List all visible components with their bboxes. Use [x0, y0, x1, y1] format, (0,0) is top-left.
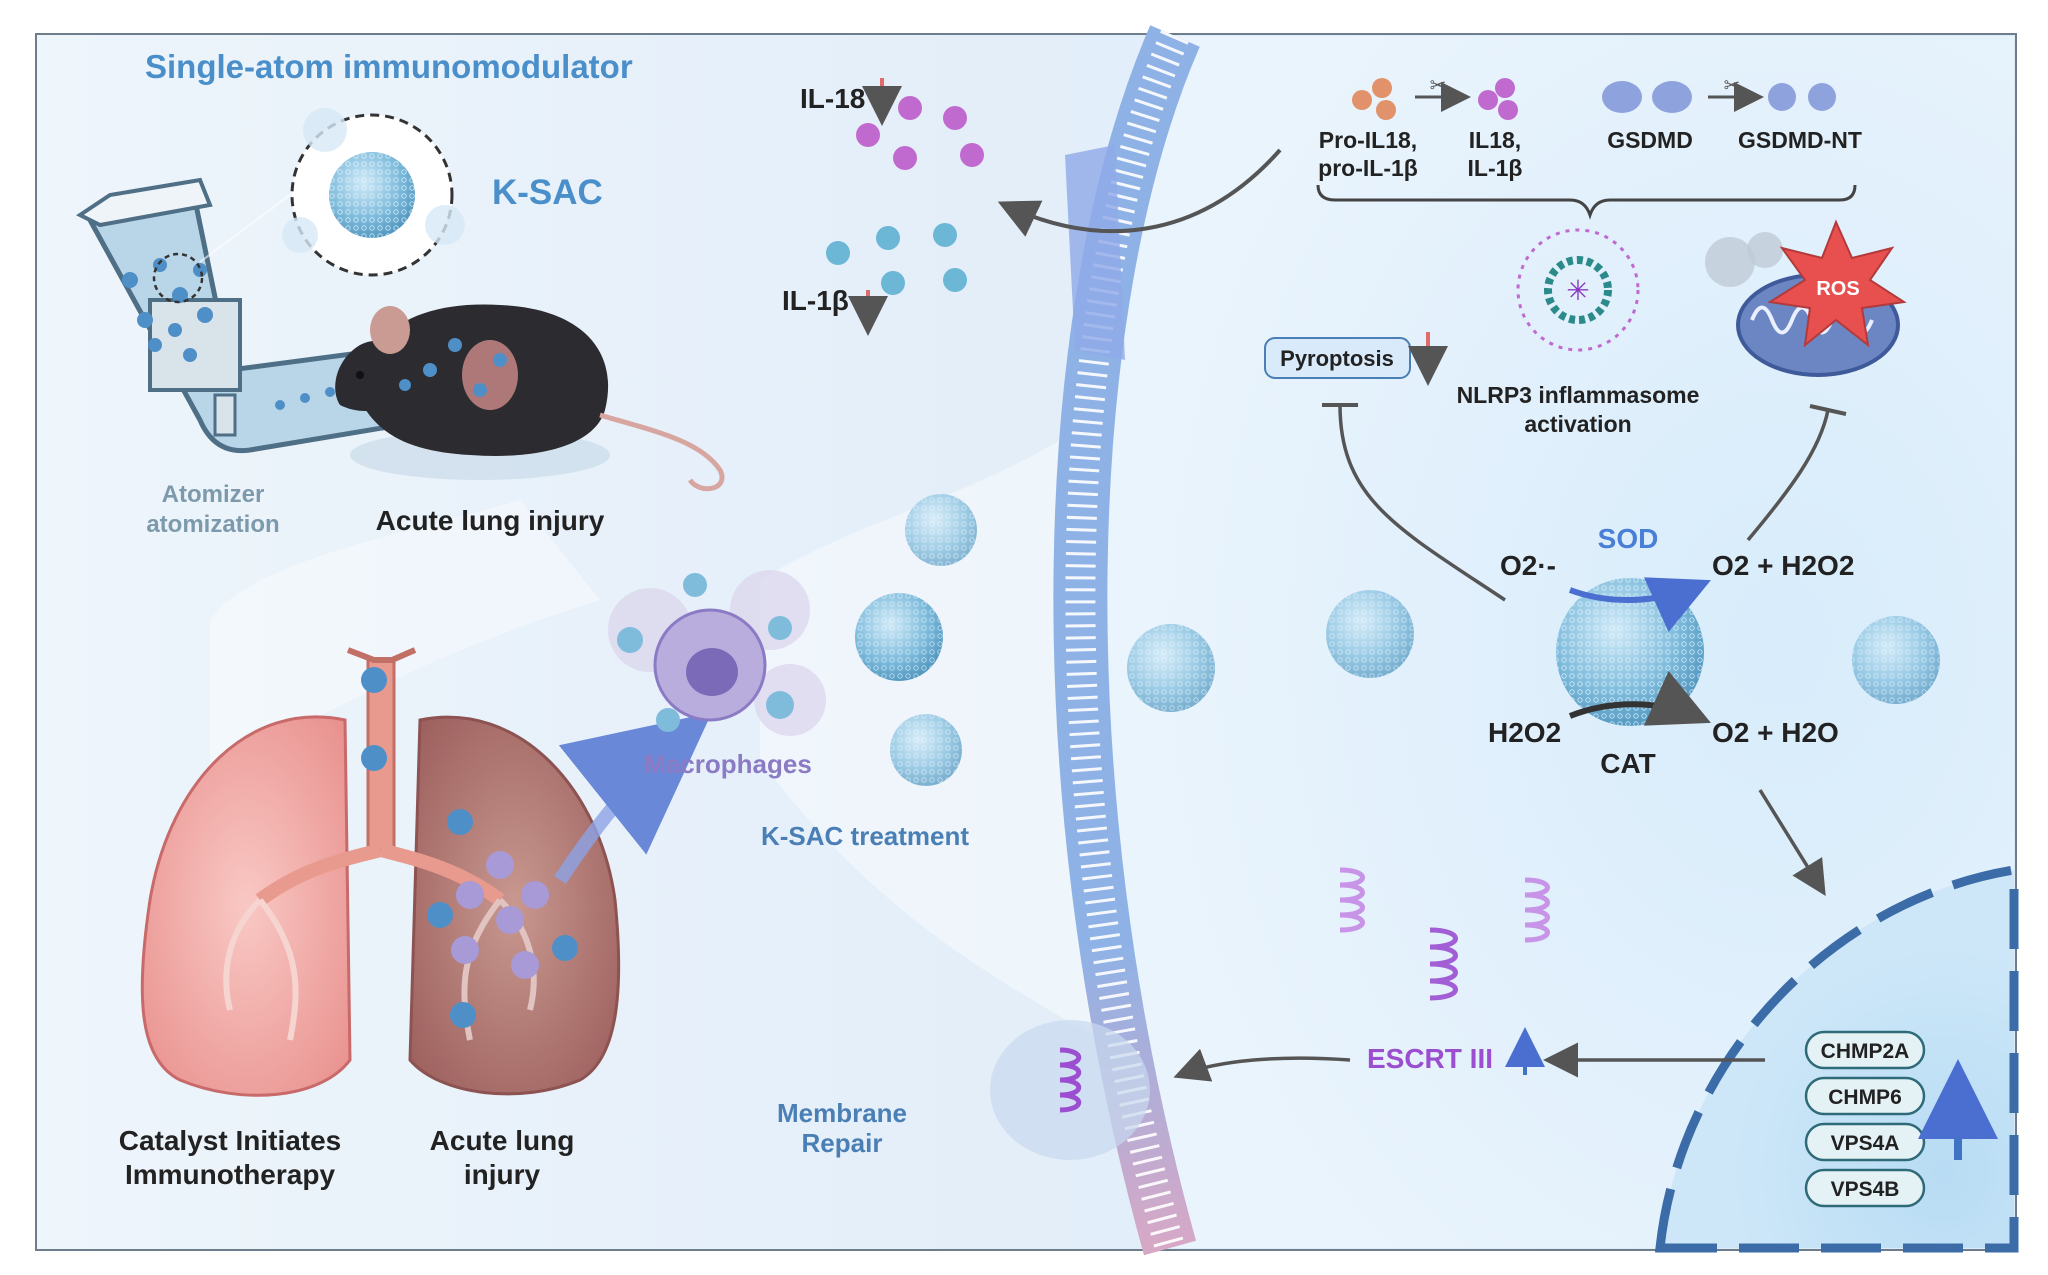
pro-il18-particles [1352, 78, 1396, 120]
lung-label-left-2: Immunotherapy [125, 1159, 335, 1190]
ksac-treatment-label: K-SAC treatment [761, 821, 969, 851]
ros-burst-icon [1767, 219, 1907, 348]
escrt-label: ESCRT III [1367, 1043, 1493, 1074]
sod-label: SOD [1598, 523, 1659, 554]
mouse-illustration [335, 304, 725, 492]
atomizer-label-2: atomization [146, 511, 279, 538]
secretion-arrow [997, 148, 1282, 237]
ksac-spheres [855, 494, 1940, 786]
sod-reaction-arrow [1568, 577, 1711, 633]
macrophage-cluster [608, 570, 826, 736]
figure-title: Single-atom immunomodulator [145, 48, 633, 85]
gene-chmp2a: CHMP2A [1821, 1040, 1910, 1063]
cat-reaction-arrow [1568, 670, 1711, 726]
gsdmd-protein [1602, 81, 1692, 113]
superoxide-label: O2·- [1500, 550, 1556, 581]
lung-label-right-2: injury [464, 1159, 541, 1190]
escrt-spirals [1339, 867, 1550, 1001]
gene-vps4a: VPS4A [1831, 1132, 1900, 1155]
inhibit-ros-line [1746, 409, 1830, 542]
membrane-channel [1065, 145, 1125, 360]
pyroptosis-label: Pyroptosis [1280, 346, 1394, 371]
lung-to-macrophage-arrow [554, 712, 712, 884]
nlrp3-inflammasome-icon: ✳ [1516, 228, 1640, 352]
il18-particles [856, 96, 984, 170]
escrt-spiral-membrane [1059, 1047, 1082, 1113]
cleavage-brace [1316, 184, 1857, 220]
gsdmd-label: GSDMD [1607, 127, 1693, 153]
mature-label-1: IL18, [1469, 127, 1521, 153]
o2-h2o-label: O2 + H2O [1712, 717, 1839, 748]
scissors-icon-2: ✂ [1724, 75, 1741, 97]
il18-label: IL-18 [800, 83, 865, 114]
mature-label-2: IL-1β [1468, 155, 1523, 181]
pro-label-1: Pro-IL18, [1319, 127, 1417, 153]
membrane-repair-label-2: Repair [802, 1128, 883, 1158]
gsdmd-nt-label: GSDMD-NT [1738, 127, 1862, 153]
ksac-zoom [282, 108, 465, 277]
aerosol-particles [122, 258, 335, 410]
gene-list: CHMP2A CHMP6 VPS4A VPS4B [1804, 1030, 1926, 1208]
o2-h2o2-label: O2 + H2O2 [1712, 550, 1854, 581]
h2o2-label: H2O2 [1488, 717, 1561, 748]
gene-vps4b: VPS4B [1831, 1178, 1900, 1201]
macrophages-label: Macrophages [644, 749, 812, 779]
il18-mature-particles [1478, 78, 1518, 120]
ros-label: ROS [1816, 278, 1859, 300]
cone-lung-mouse [210, 500, 600, 780]
scissors-icon-1: ✂ [1430, 75, 1447, 97]
membrane-repair-label-1: Membrane [777, 1098, 907, 1128]
lung-label-right-1: Acute lung [430, 1125, 575, 1156]
to-nucleus-arrow [1758, 789, 1826, 896]
mouse-label: Acute lung injury [376, 505, 605, 536]
membrane-repair-patch [990, 1020, 1150, 1160]
escrt-to-membrane-arrow [1173, 1048, 1351, 1082]
gene-chmp6: CHMP6 [1828, 1086, 1902, 1109]
gsdmd-nt-protein [1768, 83, 1836, 111]
nlrp3-label-1: NLRP3 inflammasome [1457, 382, 1700, 408]
nlrp3-label-2: activation [1524, 411, 1631, 437]
il1b-particles [826, 223, 967, 295]
svg-text:✳: ✳ [1566, 275, 1589, 306]
il1b-label: IL-1β [782, 285, 849, 316]
pro-label-2: pro-IL-1β [1318, 155, 1418, 181]
atomizer-label-1: Atomizer [162, 481, 265, 508]
lung-label-left-1: Catalyst Initiates [119, 1125, 342, 1156]
zoom-small-circle [152, 252, 204, 304]
inhibit-pyroptosis-line [1338, 404, 1506, 602]
ksac-label: K-SAC [492, 173, 603, 212]
cat-label: CAT [1600, 748, 1655, 779]
